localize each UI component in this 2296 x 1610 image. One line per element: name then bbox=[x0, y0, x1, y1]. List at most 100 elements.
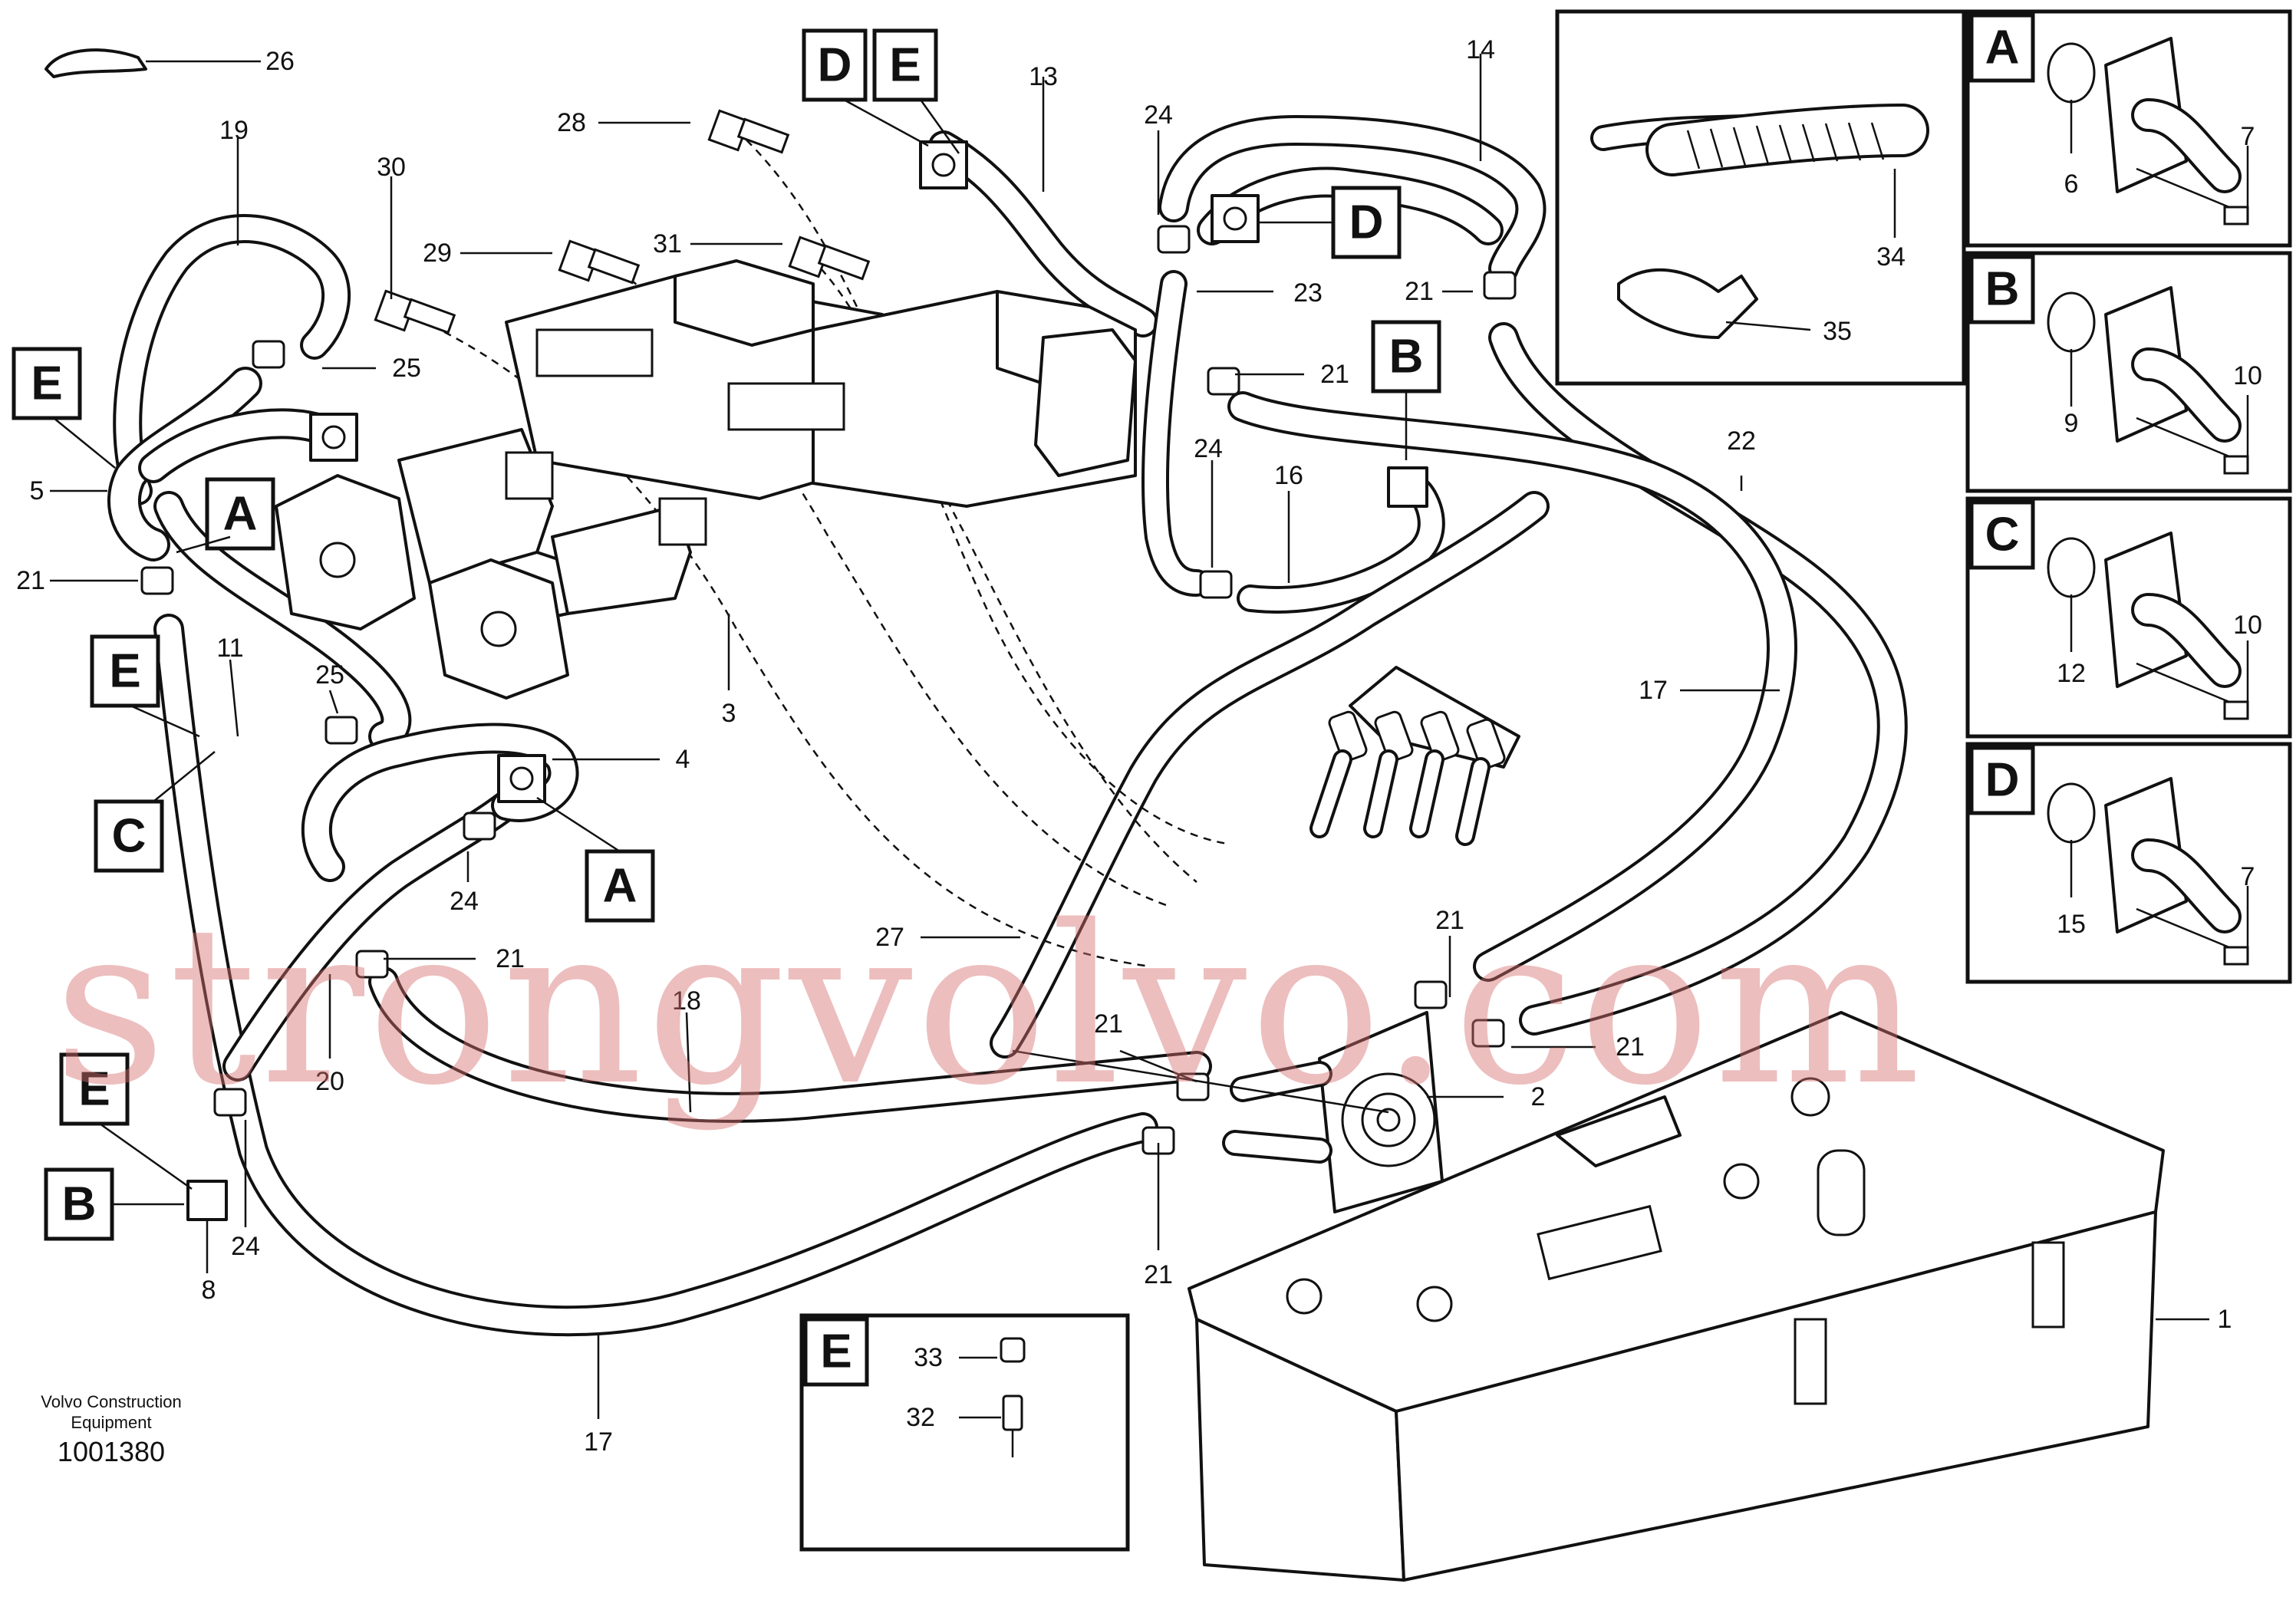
cable-tie-26 bbox=[44, 48, 147, 78]
callout-21-d: 21 bbox=[496, 944, 525, 973]
detail-box-B-mid: B bbox=[1371, 320, 1441, 393]
callout-13: 13 bbox=[1029, 62, 1058, 91]
hydraulic-tank-1 bbox=[1188, 1011, 2165, 1582]
svg-text:E: E bbox=[820, 1325, 852, 1378]
inset-E-bottom: E bbox=[799, 1313, 1130, 1552]
manufacturer-line-1: Volvo Construction bbox=[41, 1392, 181, 1411]
callout-5: 5 bbox=[30, 476, 44, 505]
callout-15: 15 bbox=[2057, 910, 2086, 939]
hoses bbox=[107, 115, 1908, 1337]
callout-2: 2 bbox=[1531, 1082, 1546, 1111]
callout-7-a: 7 bbox=[2241, 122, 2255, 151]
callout-14: 14 bbox=[1466, 35, 1495, 64]
callout-1: 1 bbox=[2218, 1305, 2232, 1334]
svg-text:E: E bbox=[78, 1063, 110, 1116]
svg-text:D: D bbox=[1985, 754, 2020, 807]
callout-11: 11 bbox=[216, 634, 243, 663]
callout-31: 31 bbox=[653, 229, 682, 258]
callout-30: 30 bbox=[377, 153, 406, 182]
callout-26: 26 bbox=[265, 47, 295, 76]
clamps bbox=[140, 225, 1517, 1155]
detail-box-E-bottom: E bbox=[59, 1052, 130, 1126]
callout-21-g: 21 bbox=[1616, 1032, 1645, 1062]
callout-18: 18 bbox=[672, 986, 701, 1016]
callout-32: 32 bbox=[906, 1403, 935, 1432]
callout-19: 19 bbox=[219, 116, 249, 145]
callout-33: 33 bbox=[914, 1343, 943, 1372]
callout-21-c: 21 bbox=[16, 566, 45, 595]
callout-4: 4 bbox=[676, 745, 690, 774]
manifold bbox=[1309, 666, 1520, 846]
detail-box-E-top: E bbox=[872, 28, 938, 102]
callout-9: 9 bbox=[2064, 409, 2079, 438]
svg-text:B: B bbox=[1985, 263, 2020, 316]
letter-boxes: D E D B E A E C A E B bbox=[12, 28, 1441, 1241]
callout-25-a: 25 bbox=[392, 354, 421, 383]
svg-text:D: D bbox=[1349, 196, 1384, 249]
callout-8: 8 bbox=[202, 1276, 216, 1305]
svg-text:C: C bbox=[112, 810, 147, 863]
callout-22: 22 bbox=[1727, 426, 1756, 456]
callout-17-right: 17 bbox=[1639, 676, 1668, 705]
callout-16: 16 bbox=[1274, 461, 1303, 490]
callout-28: 28 bbox=[557, 108, 586, 137]
callout-3: 3 bbox=[722, 699, 736, 728]
part-callouts: 26 19 30 28 29 31 13 24 14 23 21 21 25 5… bbox=[16, 35, 2262, 1457]
inset-sleeve-detail bbox=[1555, 9, 1966, 386]
watermark: strongvolvo.com bbox=[54, 879, 1924, 1134]
drawing-number: 1001380 bbox=[58, 1436, 165, 1467]
callout-21-b: 21 bbox=[1405, 277, 1434, 306]
callout-12: 12 bbox=[2057, 659, 2086, 688]
detail-box-C-left: C bbox=[94, 799, 164, 873]
callout-24-b: 24 bbox=[450, 887, 479, 916]
callout-27: 27 bbox=[875, 923, 904, 952]
detail-box-B-bottom: B bbox=[44, 1167, 114, 1241]
svg-text:A: A bbox=[603, 860, 637, 913]
detail-box-E-left2: E bbox=[90, 634, 160, 708]
svg-text:A: A bbox=[1985, 21, 2020, 74]
detail-box-A-left: A bbox=[205, 477, 275, 551]
insets-flange-details: A B C bbox=[1965, 9, 2292, 984]
leader-lines bbox=[50, 54, 2209, 1419]
callout-34: 34 bbox=[1876, 242, 1906, 272]
svg-text:E: E bbox=[31, 357, 62, 410]
callout-23: 23 bbox=[1293, 278, 1323, 308]
inset-A: A bbox=[1965, 9, 2292, 248]
manufacturer-line-2: Equipment bbox=[71, 1413, 151, 1432]
callout-29: 29 bbox=[423, 239, 452, 268]
callout-21-h: 21 bbox=[1144, 1260, 1173, 1289]
callout-7-b: 7 bbox=[2241, 862, 2255, 891]
svg-text:C: C bbox=[1985, 509, 2020, 561]
callout-10-a: 10 bbox=[2233, 361, 2262, 390]
svg-text:B: B bbox=[62, 1178, 97, 1231]
callout-20: 20 bbox=[315, 1067, 344, 1096]
svg-text:A: A bbox=[223, 488, 258, 541]
callout-35: 35 bbox=[1823, 317, 1852, 346]
detail-box-D-top: D bbox=[802, 28, 868, 102]
callout-21-a: 21 bbox=[1320, 360, 1349, 389]
callout-21-e: 21 bbox=[1094, 1009, 1123, 1039]
callout-24-d: 24 bbox=[231, 1232, 260, 1261]
callout-21-f: 21 bbox=[1435, 906, 1464, 935]
callout-10-b: 10 bbox=[2233, 611, 2262, 640]
callout-24-top: 24 bbox=[1144, 100, 1173, 130]
inset-C: C bbox=[1965, 496, 2292, 739]
inset-B: B bbox=[1965, 251, 2292, 493]
pump-2 bbox=[1222, 1011, 1444, 1213]
fittings bbox=[374, 109, 871, 334]
callout-17-bottom: 17 bbox=[584, 1427, 613, 1457]
caption: Volvo Construction Equipment 1001380 bbox=[41, 1392, 181, 1467]
callout-25-b: 25 bbox=[315, 660, 344, 690]
detail-box-E-left: E bbox=[12, 347, 82, 420]
svg-text:E: E bbox=[109, 645, 140, 698]
svg-text:B: B bbox=[1389, 331, 1424, 384]
control-valve-3 bbox=[275, 259, 1137, 700]
detail-box-A-mid: A bbox=[585, 849, 655, 923]
callout-24-c: 24 bbox=[1194, 434, 1223, 463]
inset-D: D bbox=[1965, 742, 2292, 984]
svg-text:E: E bbox=[889, 39, 921, 92]
svg-text:D: D bbox=[818, 39, 852, 92]
callout-6: 6 bbox=[2064, 170, 2079, 199]
detail-box-D-mid: D bbox=[1331, 186, 1402, 259]
